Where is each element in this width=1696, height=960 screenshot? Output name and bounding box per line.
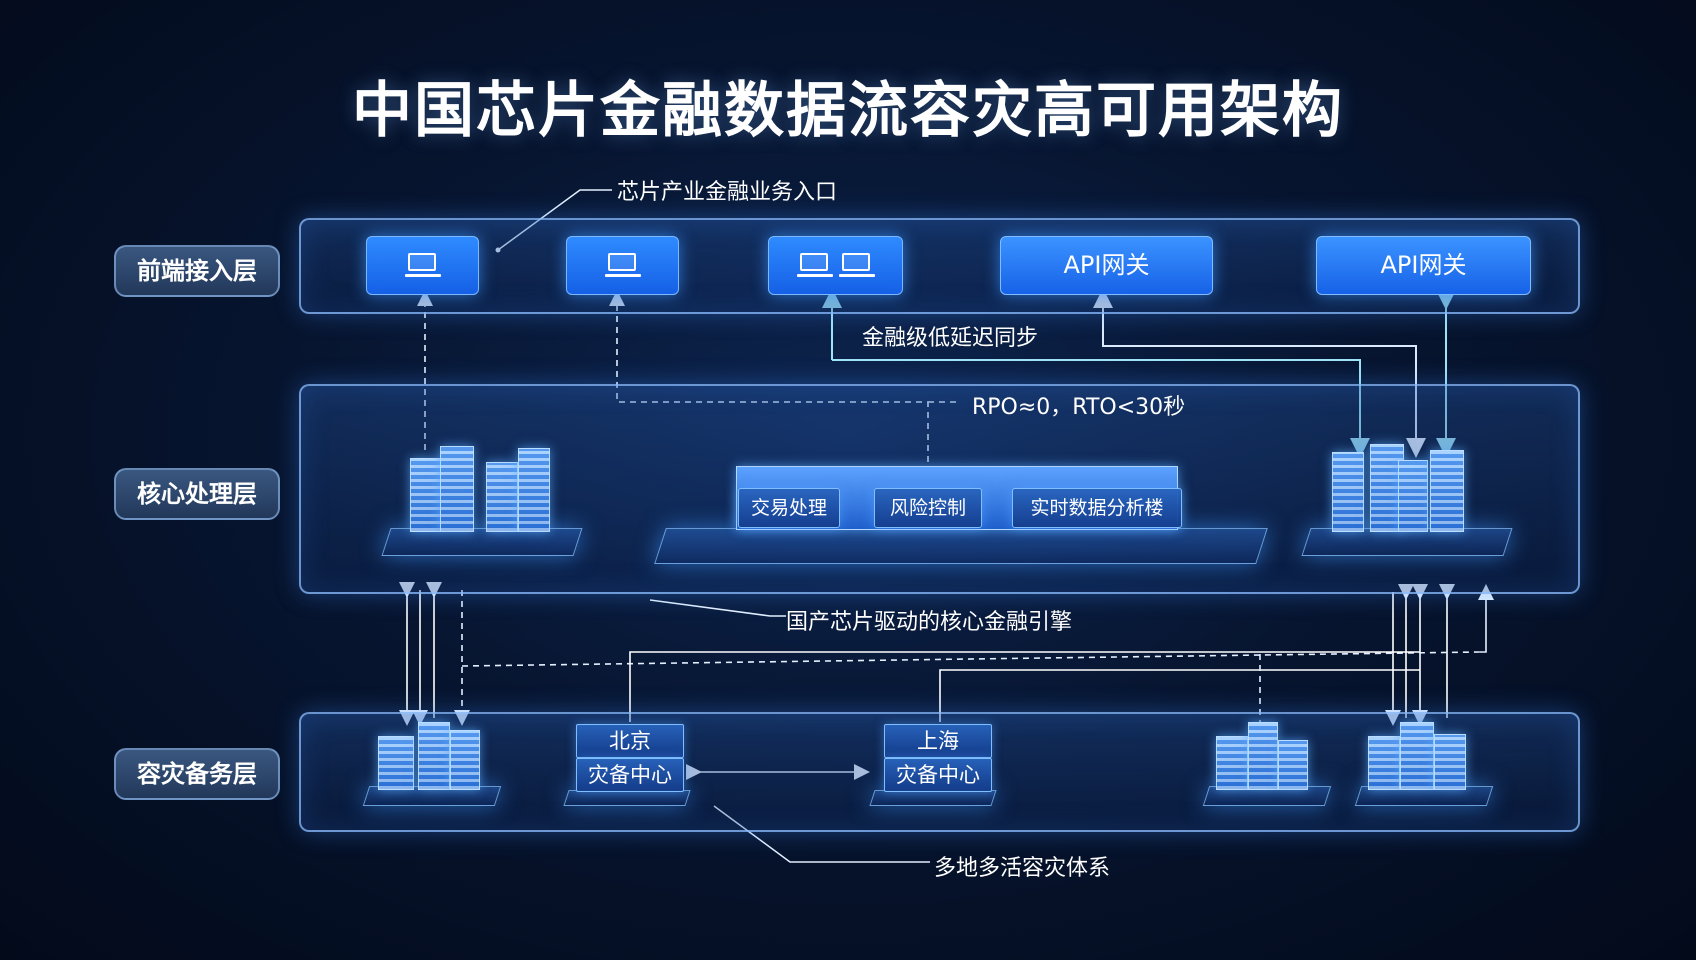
site-shanghai-city[interactable]: 上海 (884, 724, 992, 758)
site-beijing-city[interactable]: 北京 (576, 724, 684, 758)
entry-leader (497, 189, 612, 251)
front-layer-label: 前端接入层 (114, 245, 280, 297)
building-icon (1368, 736, 1400, 790)
building-icon (518, 448, 550, 532)
monitor-icon (796, 252, 833, 279)
entry-annotation: 芯片产业金融业务入口 (617, 180, 838, 205)
platform (869, 790, 997, 806)
page-title: 中国芯片金融数据流容灾高可用架构 (352, 76, 1344, 146)
module-trading[interactable]: 交易处理 (738, 488, 840, 528)
building-icon (1248, 722, 1278, 790)
module-risk-control[interactable]: 风险控制 (874, 488, 982, 528)
rpo-annotation: RPO≈0，RTO<30秒 (972, 395, 1186, 420)
platform (563, 790, 691, 806)
monitor-icon (838, 252, 875, 279)
sync-line-terminals (832, 359, 1370, 458)
api-gateway-1[interactable]: API网关 (1000, 236, 1213, 295)
dr-layer-label: 容灾备务层 (114, 748, 280, 800)
building-icon (410, 458, 442, 532)
building-icon (486, 462, 518, 532)
building-icon (1278, 740, 1308, 790)
building-icon (378, 736, 414, 790)
site-beijing-label[interactable]: 灾备中心 (576, 758, 684, 792)
terminal-1[interactable] (366, 236, 479, 295)
api-gateway-2[interactable]: API网关 (1316, 236, 1531, 295)
multi-site-leader (713, 805, 930, 863)
building-icon (1216, 736, 1248, 790)
dash-front-second (609, 290, 929, 462)
platform (1301, 528, 1513, 556)
building-icon (1434, 734, 1466, 790)
terminal-3[interactable] (768, 236, 903, 295)
terminal-2[interactable] (566, 236, 679, 295)
sync-annotation: 金融级低延迟同步 (862, 326, 1039, 351)
building-icon (1400, 722, 1434, 790)
route-beijing (629, 651, 1420, 722)
multi-site-annotation: 多地多活容灾体系 (934, 856, 1111, 881)
platform (654, 528, 1268, 564)
module-realtime-analysis[interactable]: 实时数据分析楼 (1012, 488, 1182, 528)
monitor-icon (404, 252, 441, 279)
platform (381, 528, 583, 556)
building-icon (440, 446, 474, 532)
building-icon (1398, 460, 1428, 532)
engine-annotation: 国产芯片驱动的核心金融引擎 (786, 610, 1073, 635)
engine-leader (649, 599, 786, 617)
site-shanghai-label[interactable]: 灾备中心 (884, 758, 992, 792)
building-icon (450, 730, 480, 790)
core-layer-label: 核心处理层 (114, 468, 280, 520)
building-icon (1332, 452, 1364, 532)
monitor-icon (604, 252, 641, 279)
building-icon (1430, 450, 1464, 532)
building-icon (418, 722, 450, 790)
route-dashed-mid (461, 651, 1481, 667)
